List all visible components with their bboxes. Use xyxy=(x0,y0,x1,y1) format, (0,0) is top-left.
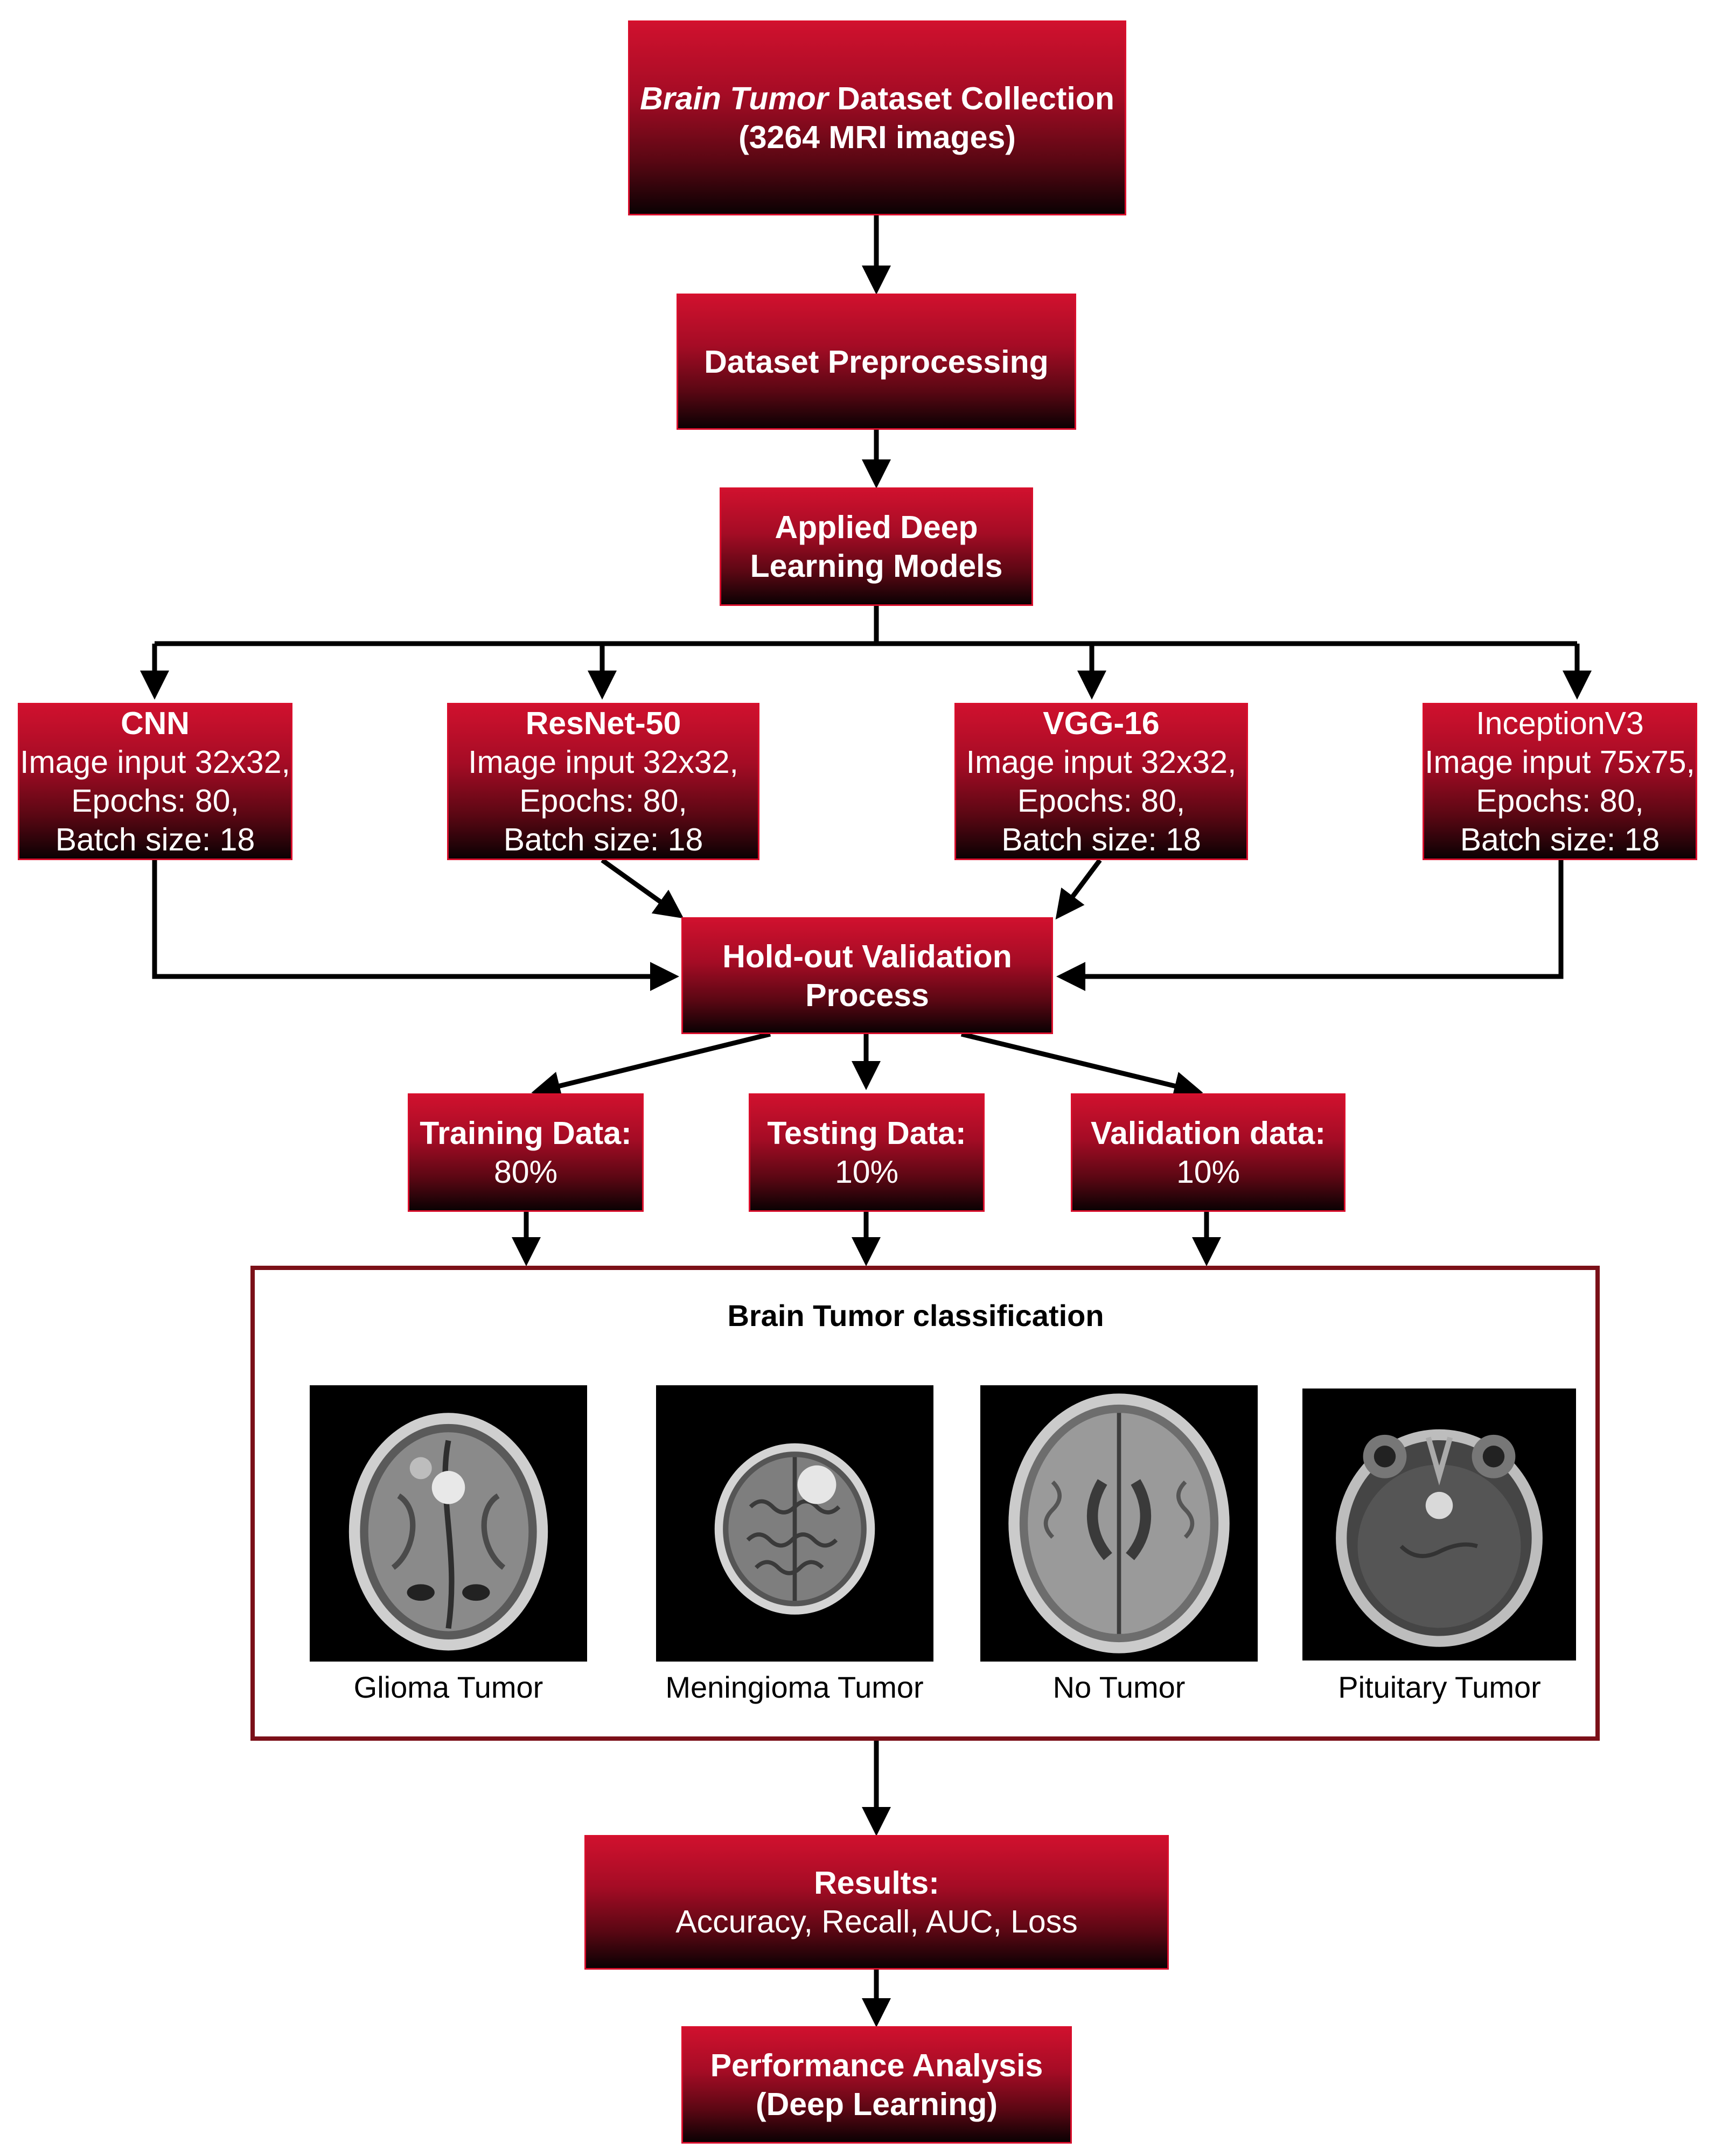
no-tumor-mri-image xyxy=(980,1385,1258,1662)
performance-line2: (Deep Learning) xyxy=(755,2087,998,2122)
vgg-16-box: VGG-16 Image input 32x32, Epochs: 80, Ba… xyxy=(954,703,1248,860)
testing-value: 10% xyxy=(834,1154,899,1190)
cnn-epochs: Epochs: 80, xyxy=(71,783,239,819)
results-title: Results: xyxy=(814,1865,939,1901)
performance-analysis-box: Performance Analysis (Deep Learning) xyxy=(681,2026,1072,2144)
cnn-name: CNN xyxy=(121,706,190,741)
cnn-input: Image input 32x32, xyxy=(20,744,290,780)
results-box: Results: Accuracy, Recall, AUC, Loss xyxy=(584,1835,1169,1970)
dataset-collection-rest: Dataset Collection xyxy=(828,81,1114,116)
inceptionv3-box: InceptionV3 Image input 75x75, Epochs: 8… xyxy=(1423,703,1697,860)
arrow-vgg-to-holdout xyxy=(1055,859,1102,920)
inception-batch: Batch size: 18 xyxy=(1460,822,1660,857)
cnn-batch: Batch size: 18 xyxy=(55,822,255,857)
training-data-box: Training Data: 80% xyxy=(408,1093,644,1212)
arrow-inception-to-holdout xyxy=(1056,860,1564,991)
resnet-epochs: Epochs: 80, xyxy=(519,783,687,819)
training-value: 80% xyxy=(493,1154,558,1190)
resnet-input: Image input 32x32, xyxy=(468,744,738,780)
results-metrics: Accuracy, Recall, AUC, Loss xyxy=(675,1904,1078,1939)
training-title: Training Data: xyxy=(420,1115,632,1151)
inception-name: InceptionV3 xyxy=(1476,706,1644,741)
meningioma-label: Meningioma Tumor xyxy=(665,1670,924,1704)
pituitary-label: Pituitary Tumor xyxy=(1338,1670,1541,1704)
resnet-name: ResNet-50 xyxy=(525,706,681,741)
holdout-validation-box: Hold-out Validation Process xyxy=(681,917,1053,1034)
glioma-mri-image xyxy=(310,1385,587,1662)
vgg-name: VGG-16 xyxy=(1043,706,1160,741)
dataset-preprocessing-box: Dataset Preprocessing xyxy=(677,294,1076,430)
arrow-resnet-to-holdout xyxy=(601,858,684,919)
meningioma-mri-image xyxy=(656,1385,933,1662)
deep-learning-models-box: Applied Deep Learning Models xyxy=(720,487,1033,606)
vgg-input: Image input 32x32, xyxy=(966,744,1237,780)
holdout-line1: Hold-out Validation xyxy=(722,938,1012,974)
arrow-holdout-to-validation xyxy=(960,1031,1203,1100)
cnn-box: CNN Image input 32x32, Epochs: 80, Batch… xyxy=(18,703,292,860)
resnet-batch: Batch size: 18 xyxy=(503,822,703,857)
dataset-collection-line1: Brain Tumor Dataset Collection xyxy=(640,79,1114,118)
models-line1: Applied Deep xyxy=(775,510,978,545)
dataset-collection-box: Brain Tumor Dataset Collection (3264 MRI… xyxy=(628,20,1126,215)
inception-input: Image input 75x75, xyxy=(1425,744,1695,780)
performance-line1: Performance Analysis xyxy=(710,2048,1043,2083)
vgg-epochs: Epochs: 80, xyxy=(1017,783,1186,819)
inception-epochs: Epochs: 80, xyxy=(1476,783,1644,819)
models-line2: Learning Models xyxy=(750,548,1003,584)
vgg-batch: Batch size: 18 xyxy=(1001,822,1201,857)
dataset-collection-italic: Brain Tumor xyxy=(640,81,828,116)
dataset-collection-line2: (3264 MRI images) xyxy=(738,120,1016,155)
validation-value: 10% xyxy=(1176,1154,1240,1190)
classification-title: Brain Tumor classification xyxy=(727,1299,1104,1332)
resnet-50-box: ResNet-50 Image input 32x32, Epochs: 80,… xyxy=(447,703,759,860)
no-tumor-label: No Tumor xyxy=(1052,1670,1186,1704)
dataset-preprocessing-label: Dataset Preprocessing xyxy=(704,344,1049,380)
validation-title: Validation data: xyxy=(1090,1115,1326,1151)
validation-data-box: Validation data: 10% xyxy=(1071,1093,1345,1212)
arrow-holdout-to-training xyxy=(531,1031,771,1100)
holdout-line2: Process xyxy=(805,977,929,1013)
arrow-cnn-to-holdout xyxy=(152,860,679,991)
glioma-label: Glioma Tumor xyxy=(353,1670,543,1704)
pituitary-mri-image xyxy=(1302,1389,1576,1660)
testing-data-box: Testing Data: 10% xyxy=(749,1093,985,1212)
testing-title: Testing Data: xyxy=(767,1115,966,1151)
